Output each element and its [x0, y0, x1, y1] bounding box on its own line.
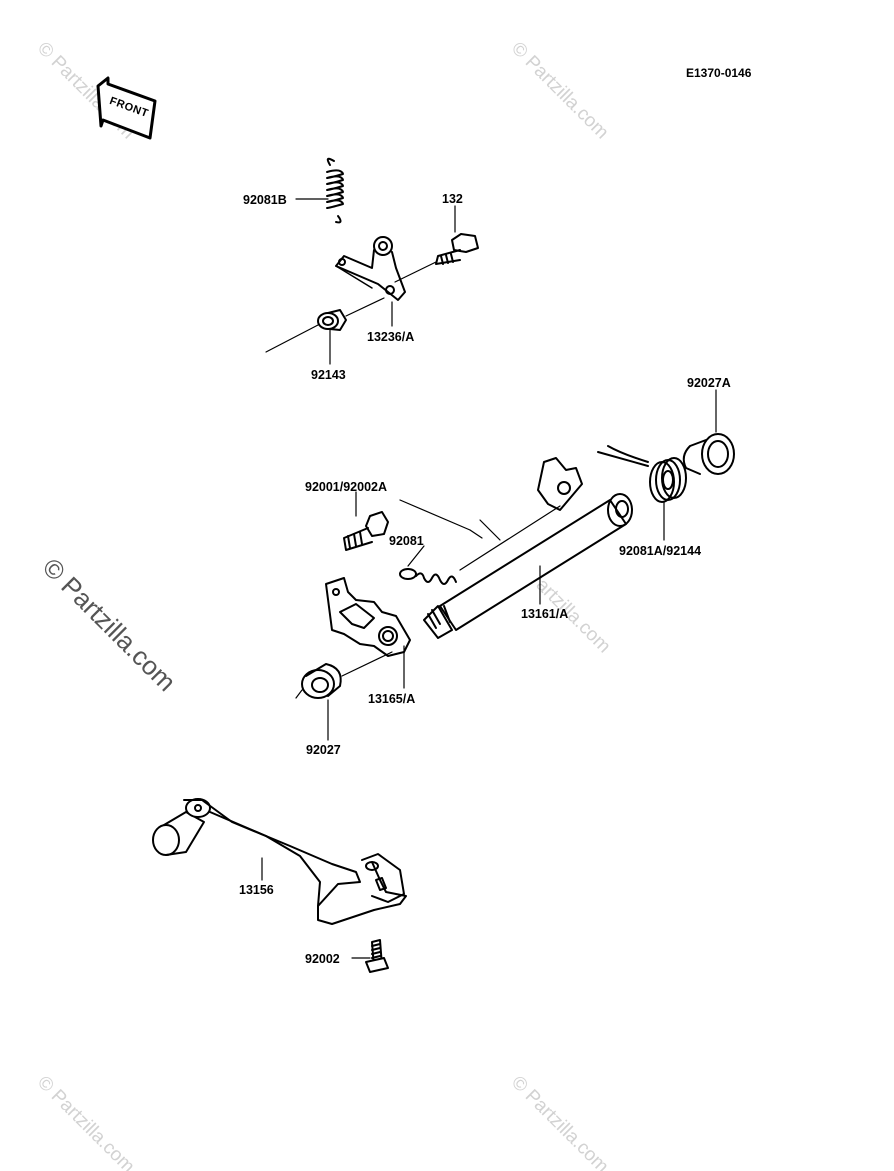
part-label[interactable]: 13156 [239, 883, 274, 897]
part-label[interactable]: 92027A [687, 376, 731, 390]
part-label[interactable]: 92081B [243, 193, 287, 207]
part-label[interactable]: 132 [442, 192, 463, 206]
part-label[interactable]: 92027 [306, 743, 341, 757]
spring-92081 [399, 568, 457, 585]
washer-92143 [265, 297, 385, 353]
shift-shaft-13161a [399, 457, 633, 639]
bolt-132 [394, 233, 479, 283]
plate-13165a [325, 577, 411, 657]
bolt-92001 [343, 511, 389, 551]
part-label[interactable]: 92002 [305, 952, 340, 966]
spring-92081b [326, 157, 344, 224]
front-arrow-icon [96, 76, 157, 140]
bushing-92027 [295, 651, 393, 699]
leader-lines [261, 198, 717, 959]
diagram-code: E1370-0146 [686, 66, 752, 80]
shift-lever-13156 [152, 798, 407, 925]
part-label[interactable]: 13161/A [521, 607, 569, 621]
torsion-spring-92081a [597, 445, 687, 503]
bushing-92027a [682, 433, 735, 475]
bolt-92002 [365, 939, 389, 973]
part-label[interactable]: 13236/A [367, 330, 415, 344]
bracket-13236a [335, 236, 406, 301]
part-label[interactable]: 92143 [311, 368, 346, 382]
part-label[interactable]: 92081A/92144 [619, 544, 702, 558]
part-label[interactable]: 13165/A [368, 692, 416, 706]
part-label[interactable]: 92001/92002A [305, 480, 388, 494]
part-label[interactable]: 92081 [389, 534, 424, 548]
